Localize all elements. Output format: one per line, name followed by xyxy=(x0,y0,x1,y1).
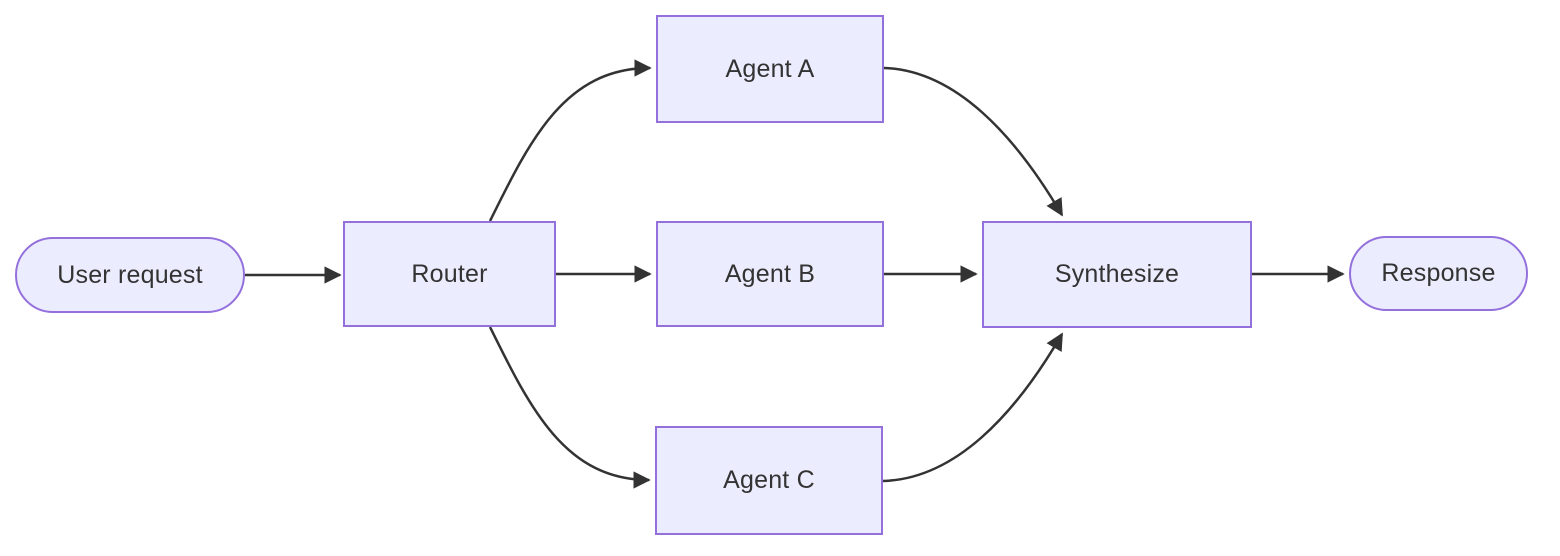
edge-router-to-agent-a xyxy=(488,59,652,222)
node-router-label: Router xyxy=(411,259,488,288)
node-agent-c-label: Agent C xyxy=(723,466,815,494)
node-user-request-label: User request xyxy=(57,260,203,289)
node-agent-c: Agent C xyxy=(655,426,883,535)
node-agent-b-label: Agent B xyxy=(724,259,816,288)
edge-agent-a-to-synthesize xyxy=(883,66,1064,217)
node-synthesize: Synthesize xyxy=(982,221,1252,328)
node-synthesize-label: Synthesize xyxy=(1054,260,1180,288)
node-response-label: Response xyxy=(1381,259,1496,287)
edge-agent-c-to-synthesize xyxy=(882,332,1064,483)
node-agent-b: Agent B xyxy=(656,221,884,327)
edge-router-to-agent-c xyxy=(488,326,651,489)
node-agent-a-label: Agent A xyxy=(725,54,815,83)
node-response: Response xyxy=(1349,236,1528,311)
node-user-request: User request xyxy=(15,237,245,313)
node-agent-a: Agent A xyxy=(656,15,884,123)
node-router: Router xyxy=(343,221,556,327)
